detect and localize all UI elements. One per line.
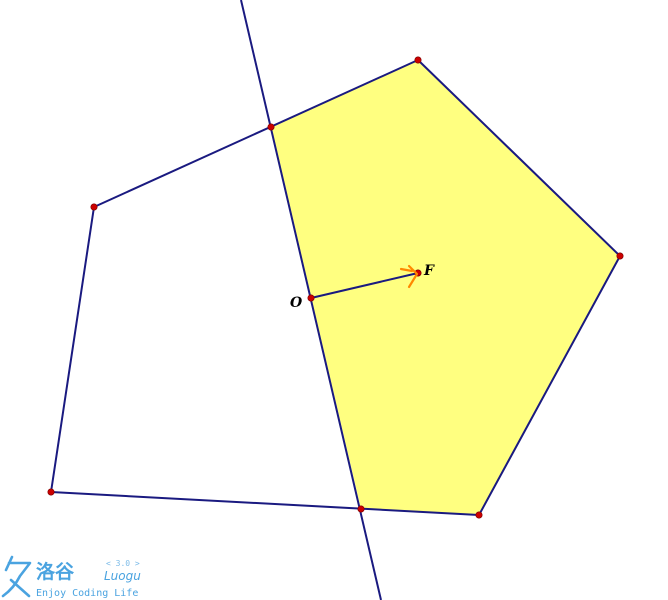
segment-OF (310, 272, 419, 299)
watermark-logo-text: 洛谷 (36, 560, 75, 583)
label-O: O (290, 295, 303, 311)
label-F: F (423, 263, 435, 279)
vertex-point-top (414, 56, 422, 64)
vertex-point-right (616, 252, 624, 260)
vertex-point-left-top (90, 203, 98, 211)
pentagon-outline (50, 59, 621, 516)
luogu-logo-icon (1, 555, 32, 598)
cursor-icon (399, 264, 419, 289)
points (47, 56, 624, 519)
watermark-slogan: Enjoy Coding Life (36, 588, 138, 599)
intersection-point-top (267, 123, 275, 131)
vertex-point-bottom-right (475, 511, 483, 519)
intersection-point-bottom (357, 505, 365, 513)
luogu-watermark: 洛谷 < 3.0 > Luogu Enjoy Coding Life (1, 555, 141, 599)
vertex-point-bottom-left (47, 488, 55, 496)
watermark-romanized: Luogu (104, 569, 141, 583)
watermark-version: < 3.0 > (106, 559, 140, 568)
shaded-region (271, 60, 620, 515)
point-O (307, 294, 315, 302)
